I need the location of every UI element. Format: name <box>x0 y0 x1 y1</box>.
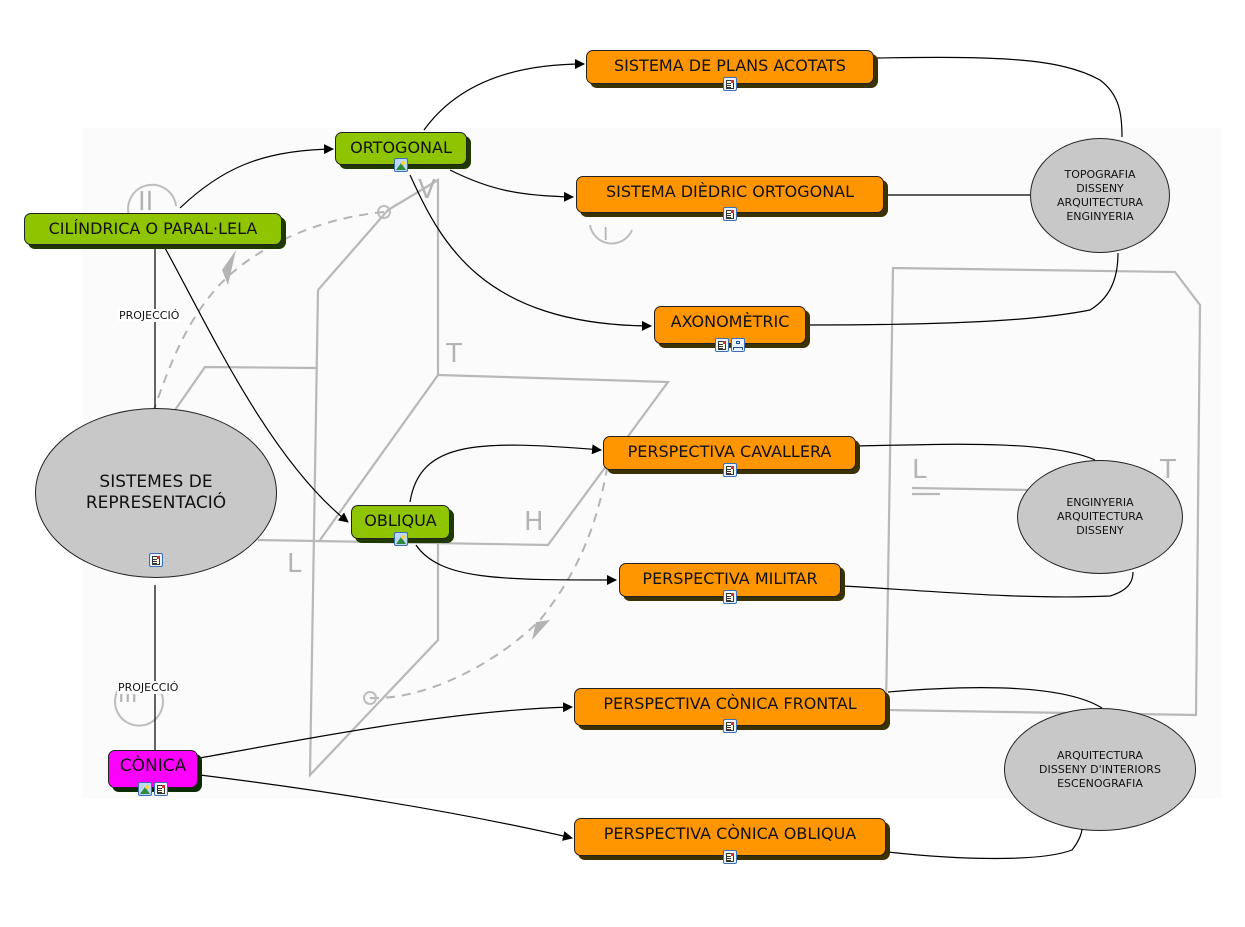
node-text-line: ESCENOGRAFIA <box>1057 776 1143 790</box>
sketch-point-bottom <box>363 691 377 705</box>
node-label: SISTEMA DIÈDRIC ORTOGONAL <box>605 182 855 201</box>
node-perspectiva-cavallera[interactable]: PERSPECTIVA CAVALLERA <box>603 436 856 477</box>
link-obliqua-militar[interactable] <box>415 544 617 585</box>
link-cilindrica-obliqua[interactable] <box>164 247 349 523</box>
link-ortogonal-plans-acotats[interactable] <box>423 59 585 131</box>
sketch-label-l2: L <box>912 455 927 485</box>
sketch-label-v: V <box>418 175 436 205</box>
sketch-plane-h-left <box>174 365 319 411</box>
image-icon[interactable] <box>394 158 408 172</box>
link-label-projeccio: PROJECCIÓ <box>118 309 181 322</box>
document-icon[interactable] <box>723 207 737 221</box>
image-icon[interactable] <box>138 782 152 796</box>
sketch-circle-i <box>589 224 633 245</box>
node-text-line: SISTEMES DE <box>99 472 213 492</box>
node-obliqua[interactable]: OBLIQUA <box>351 505 450 546</box>
node-sistemes-de-representacio[interactable]: SISTEMES DE REPRESENTACIÓ <box>35 408 277 578</box>
node-text-line: DISSENY <box>1076 181 1124 195</box>
document-icon[interactable] <box>723 77 737 91</box>
sketch-arrowhead-bottom <box>532 620 550 640</box>
node-label: PERSPECTIVA MILITAR <box>642 569 818 588</box>
node-text-line: REPRESENTACIÓ <box>85 493 227 513</box>
node-perspectiva-conica-obliqua[interactable]: PERSPECTIVA CÒNICA OBLIQUA <box>574 818 886 864</box>
sketch-label-t2: T <box>1159 455 1176 485</box>
sketch-plane-v-lower <box>308 289 440 778</box>
node-text-line: TOPOGRAFIA <box>1064 167 1136 181</box>
node-text-line: ENGINYERIA <box>1066 209 1134 223</box>
sketch-circle-iii <box>114 689 164 727</box>
concept-map-icon[interactable] <box>731 338 745 352</box>
link-obliqua-app3[interactable] <box>887 827 1083 860</box>
node-applications-2[interactable]: ENGINYERIA ARQUITECTURA DISSENY <box>1017 460 1183 574</box>
link-frontal-app3[interactable] <box>887 686 1103 709</box>
node-label: AXONOMÈTRIC <box>670 312 790 331</box>
link-conica-obliqua[interactable] <box>199 774 573 841</box>
node-text-line: ENGINYERIA <box>1066 496 1134 509</box>
node-sistema-de-plans-acotats[interactable]: SISTEMA DE PLANS ACOTATS <box>586 50 874 91</box>
sketch-label-h: H <box>524 507 544 537</box>
sketch-frame <box>884 266 1202 717</box>
node-applications-1[interactable]: TOPOGRAFIA DISSENY ARQUITECTURA ENGINYER… <box>1030 138 1170 253</box>
sketch-label-l: L <box>287 549 302 579</box>
link-ortogonal-axonometric[interactable] <box>409 174 652 331</box>
link-cilindrica-ortogonal[interactable] <box>179 144 334 209</box>
node-text-line: DISSENY <box>1076 524 1124 537</box>
link-plans-app1[interactable] <box>875 56 1123 138</box>
document-icon[interactable] <box>723 590 737 604</box>
node-label: OBLIQUA <box>364 511 437 530</box>
sketch-arrowhead-top <box>222 250 236 285</box>
node-axonometric[interactable]: AXONOMÈTRIC <box>654 306 806 352</box>
node-perspectiva-conica-frontal[interactable]: PERSPECTIVA CÒNICA FRONTAL <box>574 688 886 733</box>
node-text-line: ARQUITECTURA <box>1057 748 1143 762</box>
document-icon[interactable] <box>723 850 737 864</box>
sketch-label-i: I <box>603 224 608 245</box>
sketch-dashed-arc-top <box>149 211 385 421</box>
node-label: CILÍNDRICA O PARAL·LELA <box>48 219 258 238</box>
document-icon[interactable] <box>154 782 168 796</box>
node-label: PERSPECTIVA CAVALLERA <box>627 442 832 461</box>
node-label: PERSPECTIVA CÒNICA OBLIQUA <box>603 824 857 843</box>
sketch-circle-ii <box>127 183 177 219</box>
sketch-label-ii: II <box>138 187 153 217</box>
link-militar-app2[interactable] <box>842 571 1134 598</box>
node-sistema-diedric-ortogonal[interactable]: SISTEMA DIÈDRIC ORTOGONAL <box>576 176 884 221</box>
link-conica-frontal[interactable] <box>199 702 573 759</box>
link-obliqua-cavallera[interactable] <box>409 444 602 503</box>
node-label: CÒNICA <box>119 756 187 776</box>
node-ortogonal[interactable]: ORTOGONAL <box>335 132 467 172</box>
document-icon[interactable] <box>722 463 737 477</box>
node-text-line: DISSENY D'INTERIORS <box>1039 762 1161 776</box>
sketch-label-t: T <box>445 339 462 369</box>
document-icon[interactable] <box>149 553 163 567</box>
node-label: SISTEMA DE PLANS ACOTATS <box>614 56 846 75</box>
link-label-projeccio: PROJECCIÓ <box>117 681 180 694</box>
node-text-line: ARQUITECTURA <box>1057 510 1143 523</box>
sketch-dashed-arc-bottom <box>369 449 611 700</box>
link-cavallera-app2[interactable] <box>857 443 1096 461</box>
node-label: PERSPECTIVA CÒNICA FRONTAL <box>603 694 857 713</box>
image-icon[interactable] <box>393 532 408 546</box>
sketch-point-top <box>377 205 391 219</box>
sketch-plane-v-edge <box>317 178 440 375</box>
link-ortogonal-diedric[interactable] <box>449 169 574 202</box>
sketch-lt-line <box>911 486 1031 492</box>
node-cilindrica-o-parallela[interactable]: CILÍNDRICA O PARAL·LELA <box>24 213 282 245</box>
node-text-line: ARQUITECTURA <box>1057 195 1143 209</box>
node-perspectiva-militar[interactable]: PERSPECTIVA MILITAR <box>619 563 841 604</box>
document-icon[interactable] <box>723 719 737 733</box>
node-applications-3[interactable]: ARQUITECTURA DISSENY D'INTERIORS ESCENOG… <box>1004 708 1196 831</box>
node-conica[interactable]: CÒNICA <box>108 750 198 796</box>
node-label: ORTOGONAL <box>350 138 452 157</box>
document-icon[interactable] <box>715 338 729 352</box>
link-axonometric-app1[interactable] <box>807 252 1119 326</box>
